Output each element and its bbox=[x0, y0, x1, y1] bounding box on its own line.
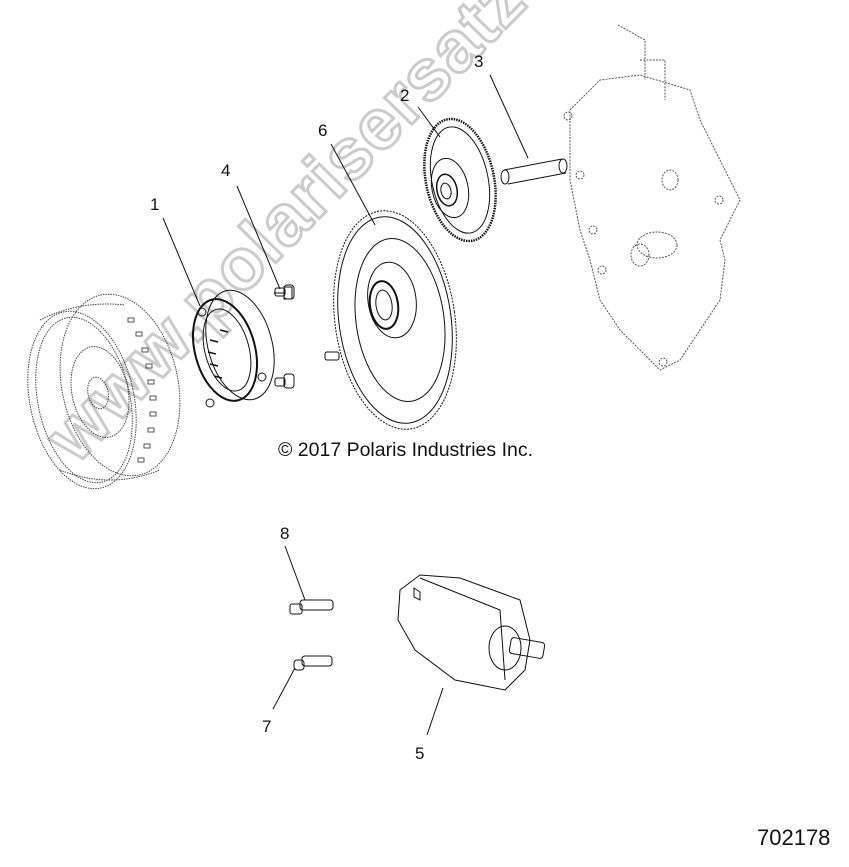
part-6-driven-gear bbox=[324, 210, 457, 430]
part-8-bolt bbox=[289, 599, 334, 615]
part-4-bolts bbox=[274, 284, 295, 389]
part-3-shaft bbox=[500, 158, 568, 185]
leader-lines bbox=[162, 74, 529, 736]
flywheel-slots bbox=[127, 317, 157, 463]
part-1-starter-clutch bbox=[192, 289, 275, 408]
callout-4[interactable]: 4 bbox=[221, 161, 231, 180]
crankcase-cover bbox=[563, 24, 741, 371]
part-5-starter-motor bbox=[397, 574, 546, 691]
part-7-bolt bbox=[293, 655, 333, 671]
callout-5[interactable]: 5 bbox=[415, 744, 425, 763]
part-2-idler-gear bbox=[423, 117, 497, 243]
callout-8[interactable]: 8 bbox=[280, 524, 290, 543]
callout-3[interactable]: 3 bbox=[474, 52, 484, 71]
callout-2[interactable]: 2 bbox=[400, 86, 410, 105]
callout-6[interactable]: 6 bbox=[318, 121, 328, 140]
copyright-notice: © 2017 Polaris Industries Inc. bbox=[278, 439, 533, 461]
callout-1[interactable]: 1 bbox=[150, 195, 160, 214]
callout-7[interactable]: 7 bbox=[262, 717, 272, 736]
flywheel-rotor bbox=[27, 293, 181, 490]
diagram-id: 702178 bbox=[757, 825, 831, 850]
